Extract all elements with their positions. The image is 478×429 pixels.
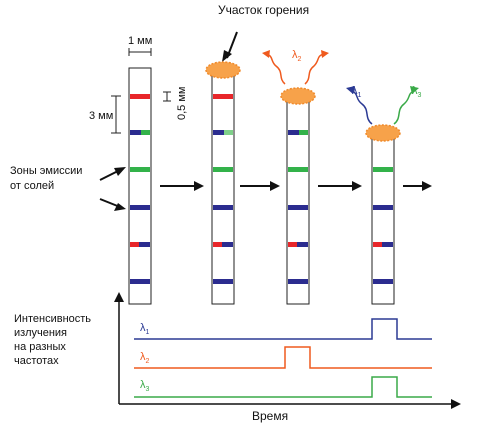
wave-lambda3-icon [393,90,415,125]
lambda3-label: λ3 [412,85,422,99]
zone-red-blue [382,242,393,247]
zone-red-blue [297,242,308,247]
zone-blue [288,205,308,210]
zone-red [130,94,150,99]
zone-blue [373,205,393,210]
trace-lambda3-label: λ3 [140,379,150,393]
wave-lambda2-arrowhead [262,50,270,58]
zone-blue-green [224,130,233,135]
zone-blue-green [130,130,141,135]
y-axis-arrowhead [114,292,124,302]
intensity-label-line3: на разных [14,341,66,353]
wave-lambda1-icon [351,90,373,125]
zone-red-blue [288,242,297,247]
zones-label-line2: от солей [10,180,54,192]
x-axis-arrowhead [451,399,461,409]
progress-arrowhead-1 [194,181,204,191]
zone-blue-green [299,130,308,135]
wave-lambda2-right-arrowhead [321,50,329,58]
lambda2-label: λ2 [292,49,302,63]
zone-red-blue [373,242,382,247]
zone-blue-green [288,130,299,135]
burning-site-arrowhead [222,50,232,62]
zone-green [373,167,393,172]
wave-lambda2-icon [265,53,286,85]
zone-blue [213,205,233,210]
wave-lambda2-right-icon [304,53,325,85]
fuse-strip-1 [128,67,152,305]
gap-label: 0,5 мм [176,87,188,120]
fuse-strip-4: λ1 λ3 [346,85,422,305]
zone-red-blue [139,242,150,247]
width-label: 1 мм [128,35,152,47]
trace-lambda2 [134,346,432,369]
burning-site-label: Участок горения [218,3,309,17]
zone-blue [373,279,393,284]
fuse-strip-2 [205,61,241,305]
progress-arrowhead-4 [422,181,432,191]
trace-lambda2-label: λ2 [140,351,150,365]
intensity-label-line4: частотах [14,355,59,367]
trace-lambda3 [134,376,432,398]
intensity-label-line1: Интенсивность [14,313,91,325]
zones-arrowhead-bottom [114,203,126,211]
lambda1-label: λ1 [352,85,362,99]
progress-arrowhead-2 [270,181,280,191]
spacing-label: 3 мм [89,110,113,122]
wave-lambda3-arrowhead [410,86,419,94]
zone-blue [130,205,150,210]
zone-green [213,167,233,172]
zone-blue-green [141,130,150,135]
trace-lambda1 [134,318,432,340]
flame-icon [205,61,241,79]
zones-arrowhead-top [114,167,126,176]
flame-icon [280,87,316,105]
zones-label-line1: Зоны эмиссии [10,165,82,177]
zone-blue [213,279,233,284]
flame-icon [365,124,401,142]
zone-green [130,167,150,172]
fuse-strip-3: λ2 [262,49,329,305]
trace-lambda1-label: λ1 [140,322,150,336]
zone-green [288,167,308,172]
progress-arrowhead-3 [352,181,362,191]
zone-red-blue [130,242,139,247]
time-axis-label: Время [252,409,288,423]
zone-red-blue [213,242,222,247]
zone-blue [288,279,308,284]
zone-red [213,94,233,99]
zone-red-blue [222,242,233,247]
intensity-label-line2: излучения [14,327,67,339]
wave-lambda1-arrowhead [346,86,355,94]
zone-blue-green [213,130,224,135]
zone-blue [130,279,150,284]
